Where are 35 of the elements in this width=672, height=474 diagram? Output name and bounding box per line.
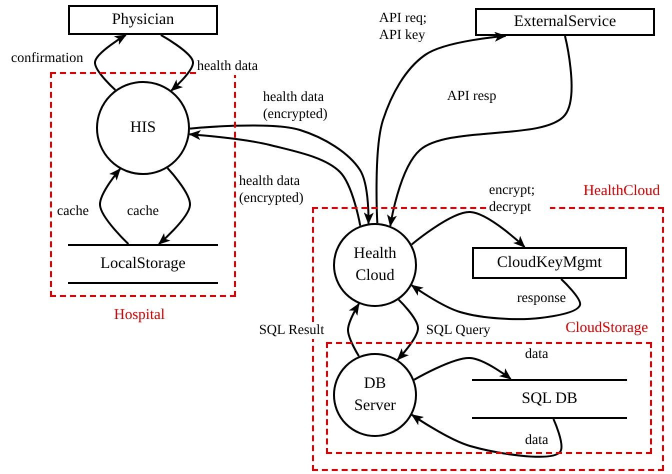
node-label: SQL DB [522, 390, 578, 408]
boundary-label: Hospital [114, 307, 165, 324]
process-circle [333, 223, 417, 307]
node-label: HIS [130, 119, 156, 137]
edge-label: SQL Result [258, 322, 326, 339]
arrow [411, 414, 562, 458]
arrow [411, 211, 526, 248]
arrow [410, 278, 582, 320]
node-label: ExternalService [514, 13, 616, 31]
node-label: Physician [112, 11, 174, 29]
node-label: LocalStorage [100, 255, 186, 273]
arrow [158, 167, 191, 245]
arrow [347, 302, 360, 357]
data-store [472, 379, 627, 419]
arrow [160, 34, 194, 92]
data-store [68, 244, 218, 284]
node-label: DB Server [353, 374, 397, 416]
arrow [94, 34, 127, 91]
edge-label: health data [196, 58, 260, 75]
arrow [376, 32, 507, 224]
edge-label: API resp [446, 88, 498, 105]
node-label: Health Cloud [352, 244, 398, 286]
process-circle [333, 353, 417, 437]
node-label: CloudKeyMgmt [497, 254, 602, 272]
arrow [99, 168, 130, 245]
external-entity-box [472, 247, 627, 279]
arrow [396, 298, 419, 360]
external-entity-box [68, 5, 218, 35]
boundary-label: CloudStorage [566, 320, 648, 337]
edge-label: SQL Query [425, 322, 492, 339]
boundary-label: HealthCloud [583, 183, 660, 200]
arrow [414, 357, 512, 381]
process-circle [96, 81, 190, 175]
external-entity-box [475, 8, 655, 36]
arrow [387, 36, 573, 227]
